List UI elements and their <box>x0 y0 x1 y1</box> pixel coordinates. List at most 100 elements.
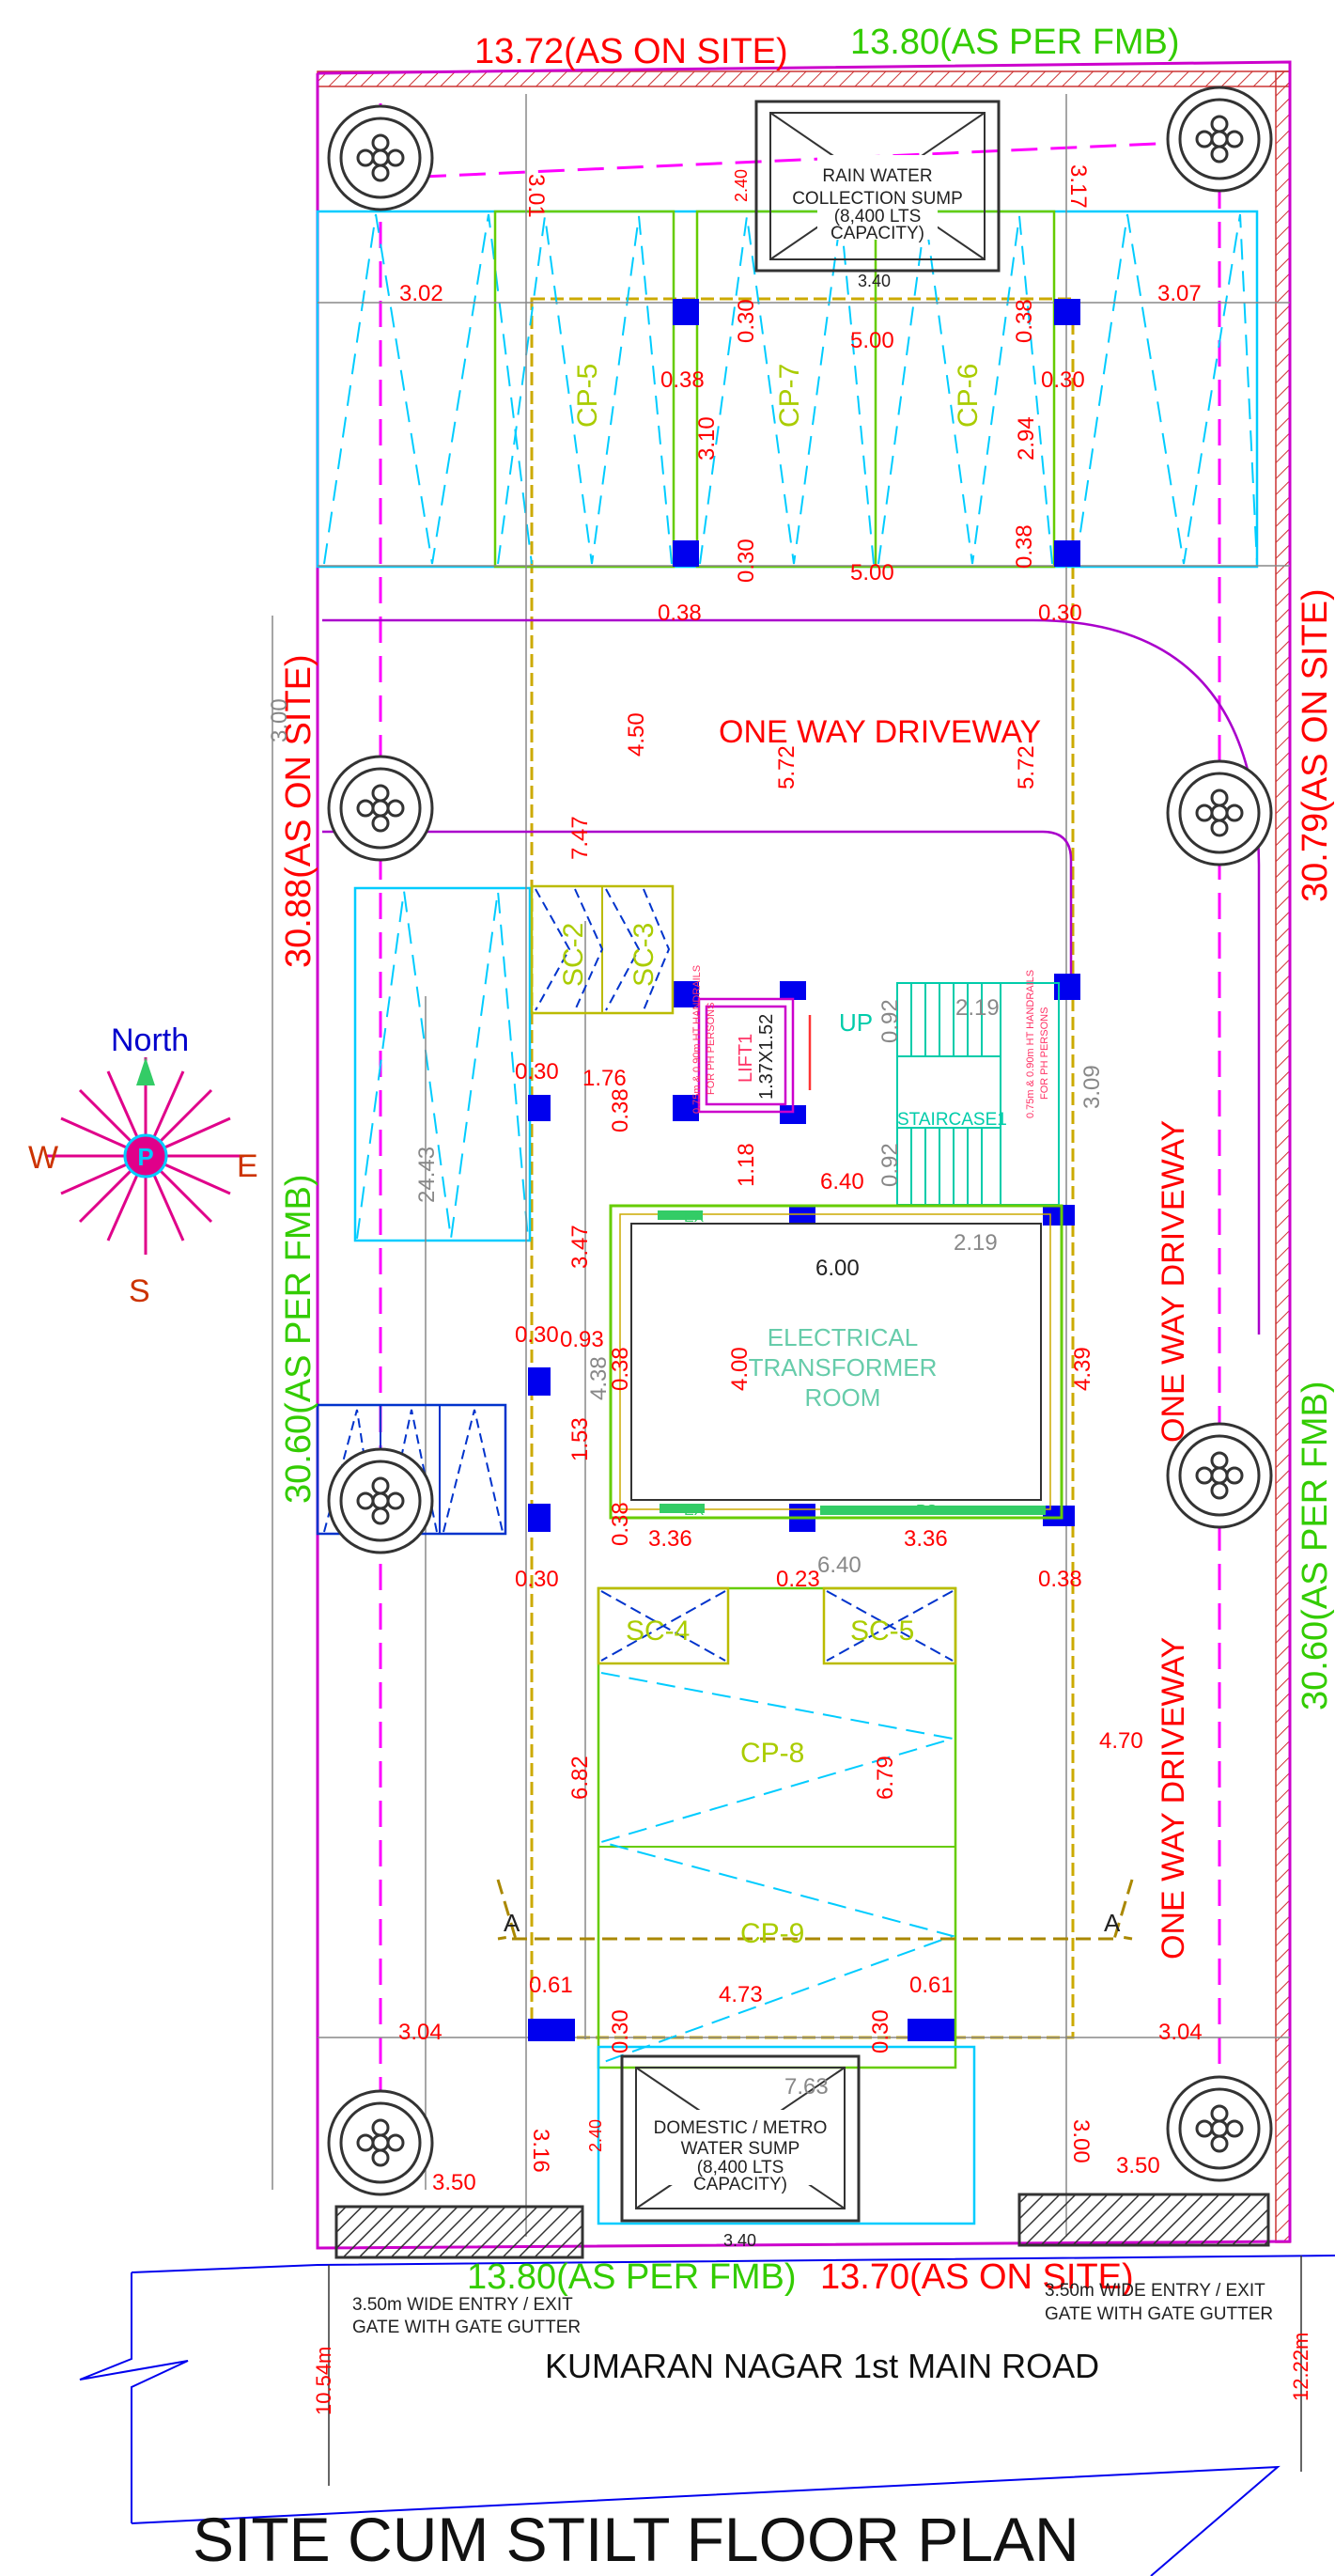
boundary-top-site: 13.72(AS ON SITE) <box>474 32 788 71</box>
dim-4-70: 4.70 <box>1099 1728 1143 1754</box>
dim-7-47: 7.47 <box>567 816 593 860</box>
dim-1-53: 1.53 <box>567 1417 593 1461</box>
page-title: SITE CUM STILT FLOOR PLAN <box>193 2505 1079 2574</box>
dim-0-30-d: 0.30 <box>1038 601 1082 626</box>
compass-north: North <box>111 1023 189 1058</box>
dim-0-38-d: 0.38 <box>658 601 702 626</box>
handrail-stair-1: 0.75m & 0.90m HT HANDRAILS <box>1025 970 1036 1118</box>
dim-3-50-a: 3.50 <box>432 2170 476 2195</box>
compass-east: E <box>237 1148 258 1184</box>
svg-text:P: P <box>137 1143 153 1171</box>
lift-size: 1.37X1.52 <box>756 1014 777 1100</box>
lower-carpark <box>597 1586 957 2069</box>
road-width-right: 12.22m <box>1289 2333 1312 2401</box>
rain-sump-line2: COLLECTION SUMP <box>792 189 963 209</box>
dim-3-10: 3.10 <box>694 416 720 461</box>
sc3-label: SC-3 <box>629 923 660 987</box>
dim-2-19-a: 2.19 <box>955 995 1000 1021</box>
road-width-lines <box>328 2256 1302 2486</box>
compound-wall-top <box>317 70 1291 87</box>
driveway-label-right-mid: ONE WAY DRIVEWAY <box>1156 1120 1191 1443</box>
dim-3-07: 3.07 <box>1157 281 1202 306</box>
domestic-sump-line4: CAPACITY) <box>693 2175 787 2194</box>
gate-note-right-1: 3.50m WIDE ENTRY / EXIT <box>1045 2281 1265 2301</box>
cp7-label: CP-7 <box>774 364 805 428</box>
dimension-labels-vertical: 3.01 3.17 2.40 0.30 0.38 3.10 2.94 0.30 … <box>267 164 1105 2173</box>
dim-0-30-f: 0.30 <box>515 1322 559 1348</box>
dim-0-38-e: 0.38 <box>608 1088 633 1132</box>
columns <box>528 299 1080 2041</box>
driveway-label-top: ONE WAY DRIVEWAY <box>719 714 1041 750</box>
dim-0-38-b: 0.38 <box>1012 299 1037 343</box>
dim-3-04-a: 3.04 <box>398 2020 442 2045</box>
domestic-sump <box>597 2045 976 2225</box>
rain-sump-line3: (8,400 LTS <box>834 207 922 226</box>
dim-1-18: 1.18 <box>734 1143 759 1187</box>
tree-symbol <box>327 104 434 211</box>
dim-3-40-bottom: 3.40 <box>723 2231 756 2250</box>
gate-note-left-1: 3.50m WIDE ENTRY / EXIT <box>352 2295 573 2315</box>
cp8-label: CP-8 <box>740 1738 804 1769</box>
domestic-sump-line3: (8,400 LTS <box>697 2158 784 2178</box>
handrail-lift-1: 0.75m & 0.90m HT HANDRAILS <box>691 965 703 1114</box>
dim-3-47: 3.47 <box>567 1225 593 1269</box>
dim-0-38-a: 0.38 <box>660 367 705 393</box>
tree-symbol <box>1166 759 1273 866</box>
tree-symbol <box>327 755 434 862</box>
tree-symbol <box>1166 2075 1273 2182</box>
rain-sump-line1: RAIN WATER <box>822 166 932 186</box>
dim-6-40-b: 6.40 <box>817 1553 862 1578</box>
compass-west: W <box>28 1140 58 1176</box>
dim-3-00: 3.00 <box>267 698 292 742</box>
dim-2-40-a: 2.40 <box>732 169 751 202</box>
staircase-label: STAIRCASE1 <box>897 1110 1007 1130</box>
transformer-line1: ELECTRICAL <box>768 1323 918 1351</box>
dim-6-40-a: 6.40 <box>820 1169 864 1194</box>
dim-3-17: 3.17 <box>1065 164 1091 209</box>
dim-4-50: 4.50 <box>624 712 649 757</box>
transformer-room <box>609 1204 1063 1520</box>
dim-2-40-b: 2.40 <box>586 2119 605 2152</box>
ex-label-bottom: EX <box>684 1503 705 1519</box>
boundary-bottom-fmb: 13.80(AS PER FMB) <box>467 2257 797 2297</box>
top-parking-zigzag <box>323 213 1258 1240</box>
road-width-left: 10.54m <box>312 2347 335 2415</box>
dim-0-23: 0.23 <box>776 1567 820 1592</box>
gate-note-right-2: GATE WITH GATE GUTTER <box>1045 2304 1273 2324</box>
road-edges <box>79 2255 1335 2576</box>
dim-5-00-bottom: 5.00 <box>850 560 894 585</box>
top-carpark-zigzag <box>497 215 1053 565</box>
boundary-bottom-site: 13.70(AS ON SITE) <box>820 2257 1134 2297</box>
scooter-parking-top <box>530 884 675 1015</box>
tree-symbol <box>327 2089 434 2196</box>
sc5-label: SC-5 <box>850 1616 914 1647</box>
tree-symbol <box>1166 1422 1273 1529</box>
grey-gridlines <box>272 94 1290 2237</box>
boundary-right-site: 30.79(AS ON SITE) <box>1296 588 1335 902</box>
dim-1-76: 1.76 <box>582 1066 627 1091</box>
dim-3-36-b: 3.36 <box>904 1526 948 1552</box>
dim-4-38: 4.38 <box>586 1356 612 1400</box>
dim-0-30-c: 0.30 <box>734 539 759 583</box>
boundary-left-fmb: 30.60(AS PER FMB) <box>279 1174 318 1504</box>
handrail-stair-2: FOR PH PERSONS <box>1039 1007 1050 1100</box>
dim-0-61-b: 0.61 <box>909 1973 954 1998</box>
dim-6-82: 6.82 <box>567 1756 593 1800</box>
magenta-grid <box>379 103 1221 2162</box>
dim-3-01: 3.01 <box>523 174 549 218</box>
dim-2-94: 2.94 <box>1014 416 1039 461</box>
rain-sump-line4: CAPACITY) <box>830 224 924 243</box>
section-marker-right: A <box>1104 1909 1121 1937</box>
dim-0-30-e: 0.30 <box>515 1059 559 1085</box>
dim-5-72-b: 5.72 <box>1014 745 1039 789</box>
lift <box>697 997 812 1114</box>
dim-3-02: 3.02 <box>399 281 443 306</box>
dim-4-39: 4.39 <box>1070 1347 1095 1391</box>
transformer-line3: ROOM <box>805 1383 881 1412</box>
boundary-left-site: 30.88(AS ON SITE) <box>279 654 318 968</box>
dim-3-00-b: 3.00 <box>1068 2119 1094 2163</box>
dim-5-72-a: 5.72 <box>774 745 799 789</box>
boundary-right-fmb: 30.60(AS PER FMB) <box>1296 1381 1335 1710</box>
handrail-lift-2: FOR PH PERSONS <box>706 1003 717 1095</box>
